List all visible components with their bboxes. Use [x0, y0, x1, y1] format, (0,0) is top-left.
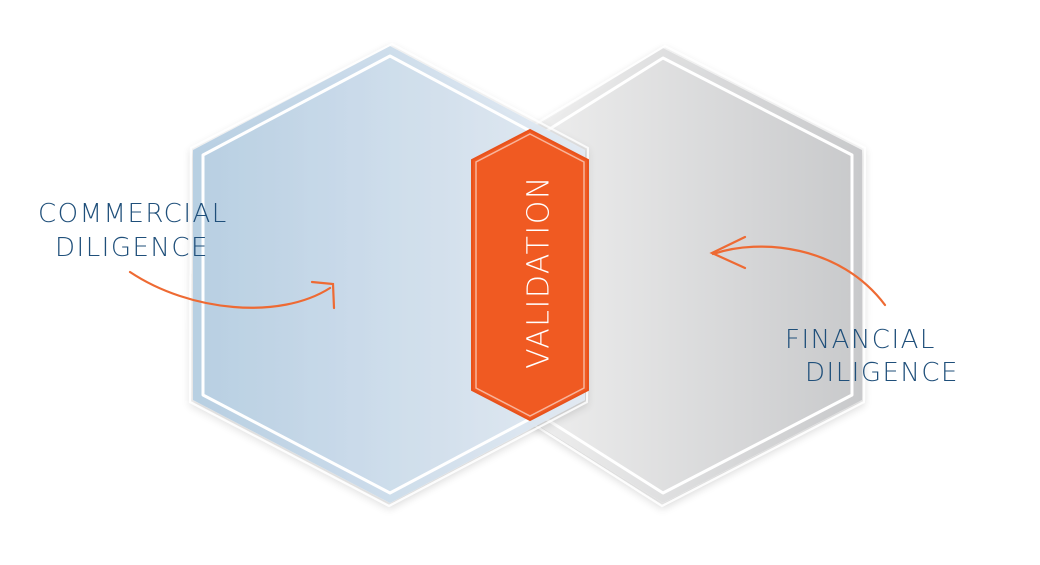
financial-arrow [709, 235, 887, 307]
financial-diligence-label: FINANCIAL DILIGENCE [785, 325, 959, 388]
validation-hexagon [471, 128, 589, 422]
commercial-diligence-label: COMMERCIAL DILIGENCE [38, 199, 228, 263]
commercial-label-line1: COMMERCIAL [38, 199, 228, 229]
commercial-label-line2: DILIGENCE [55, 233, 209, 263]
financial-label-line2: DILIGENCE [805, 358, 959, 388]
commercial-arrow [128, 270, 336, 310]
financial-label-line1: FINANCIAL [785, 325, 936, 355]
validation-label: VALIDATION [522, 175, 557, 369]
